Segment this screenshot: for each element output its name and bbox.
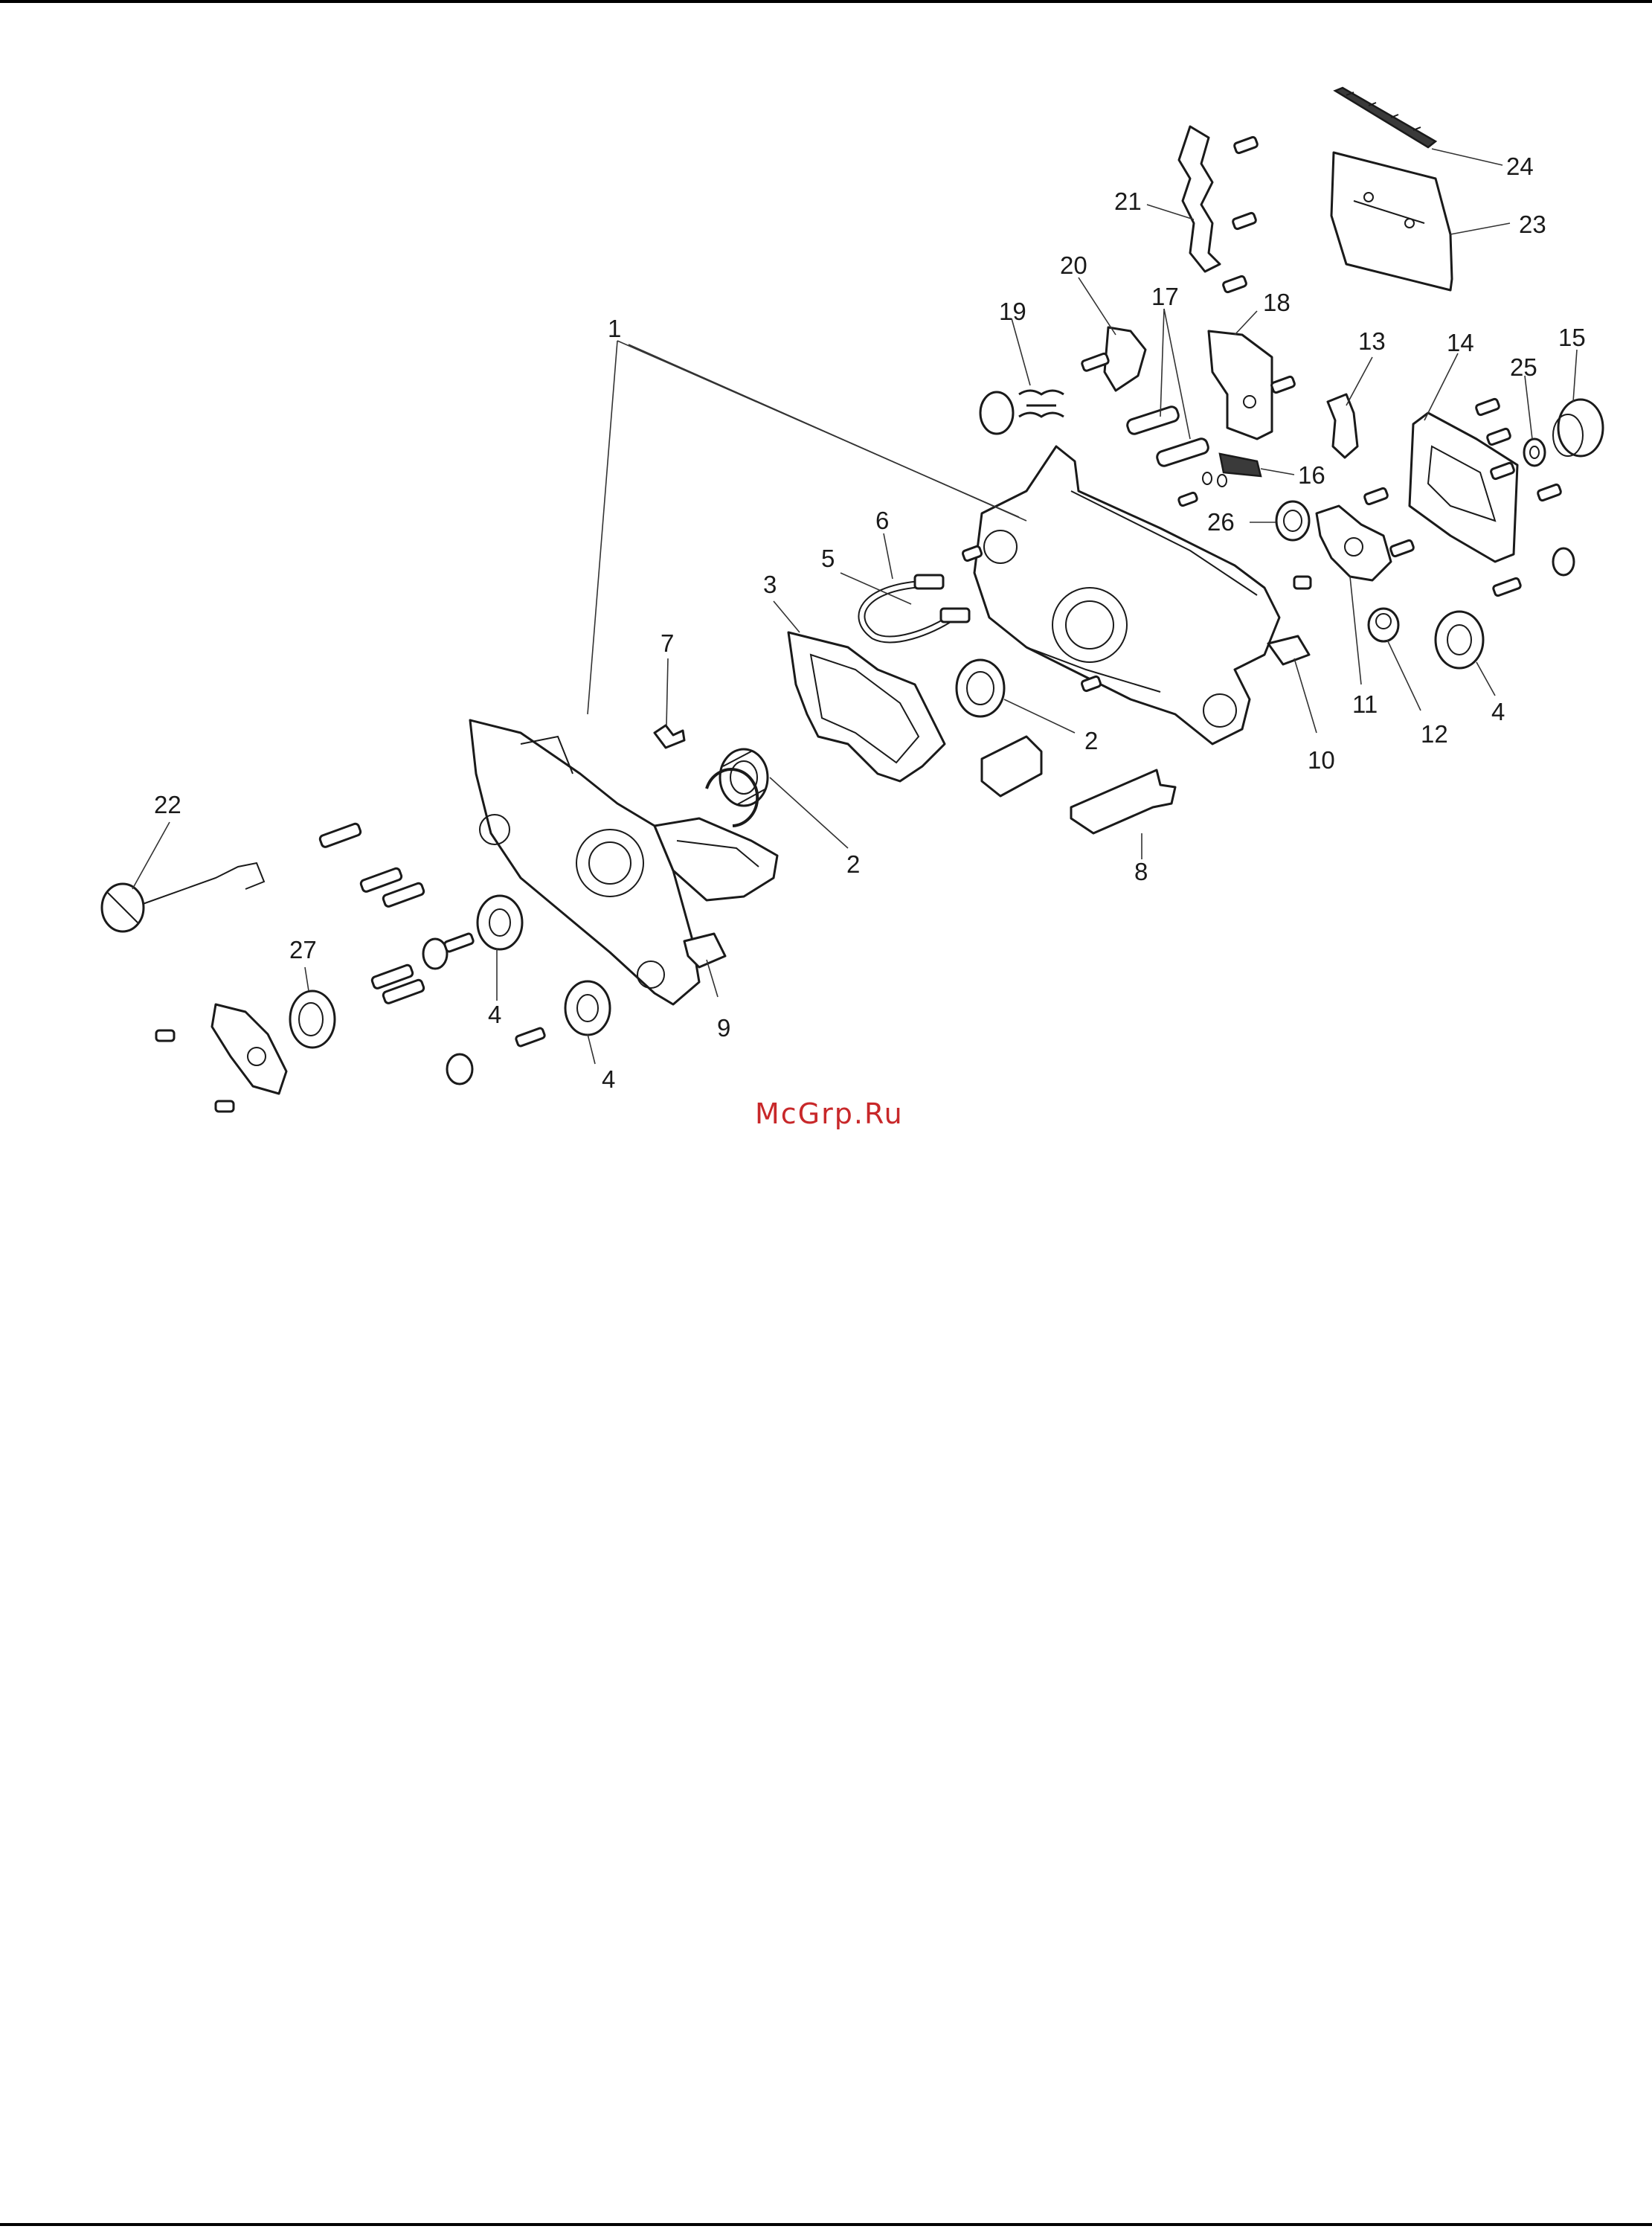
callout-26: 26 [1207, 508, 1235, 536]
crankcase-right-half [974, 446, 1279, 744]
washer-left [423, 939, 447, 969]
bearing-right [957, 660, 1004, 716]
callout-11: 11 [1352, 690, 1378, 718]
guide-plate [1209, 331, 1272, 439]
callout-4-right: 4 [1491, 698, 1505, 725]
callout-24: 24 [1506, 153, 1534, 180]
callout-7: 7 [661, 629, 674, 657]
callout-3: 3 [763, 571, 777, 598]
oil-cap [102, 863, 264, 931]
pin-upper [1126, 405, 1180, 436]
callout-14: 14 [1447, 329, 1474, 356]
callout-8: 8 [1134, 858, 1148, 885]
callout-21: 21 [1114, 187, 1142, 215]
callout-19: 19 [999, 298, 1026, 325]
callout-23: 23 [1519, 211, 1546, 238]
oil-hose [861, 575, 969, 639]
callout-1: 1 [608, 315, 621, 342]
oil-pump-assembly [1317, 506, 1391, 580]
callout-2-left: 2 [846, 850, 860, 878]
brake-lever [1105, 327, 1145, 391]
callout-10: 10 [1308, 746, 1335, 774]
callout-6: 6 [875, 507, 889, 534]
callout-12: 12 [1421, 720, 1448, 748]
callout-20: 20 [1060, 251, 1087, 279]
callout-15: 15 [1558, 324, 1586, 351]
damper-right [1436, 612, 1483, 668]
damper-left-lower [565, 981, 610, 1035]
oil-nipple [655, 725, 684, 748]
callout-16: 16 [1298, 461, 1325, 489]
callout-4-left-upper: 4 [488, 1001, 501, 1028]
leader-lines [132, 149, 1577, 1064]
brake-band-spring [1179, 126, 1220, 272]
hose-fitting [1328, 394, 1357, 458]
cover-plate [1071, 770, 1175, 833]
callout-5: 5 [821, 545, 835, 572]
cap-left [447, 1054, 472, 1084]
callout-22: 22 [154, 791, 181, 818]
bearing-left [720, 749, 768, 806]
callout-2-right: 2 [1084, 727, 1098, 754]
washer [1524, 439, 1545, 466]
callout-27: 27 [289, 936, 317, 963]
damper-left-upper [478, 896, 522, 949]
pin-lower [1156, 437, 1210, 468]
bracket-10 [1268, 636, 1309, 664]
saw-chain [1335, 88, 1436, 147]
guide-bar [1331, 153, 1452, 290]
callout-13: 13 [1358, 327, 1386, 355]
callout-4-left-lower: 4 [602, 1065, 615, 1093]
spacer [1369, 609, 1398, 641]
chain-catcher [1220, 454, 1261, 476]
mounting-plate-left [212, 1004, 286, 1094]
callout-18: 18 [1263, 289, 1291, 316]
watermark-text: McGrp.Ru [755, 1097, 904, 1130]
spring [980, 391, 1064, 434]
gasket [788, 632, 945, 781]
buffer-block [982, 737, 1041, 796]
callout-25: 25 [1510, 353, 1537, 381]
shaft-seal [1276, 501, 1309, 540]
callout-9: 9 [717, 1014, 730, 1042]
callout-17: 17 [1151, 283, 1179, 310]
plug-cap [1553, 400, 1603, 456]
shaft-seal-left [290, 991, 335, 1048]
